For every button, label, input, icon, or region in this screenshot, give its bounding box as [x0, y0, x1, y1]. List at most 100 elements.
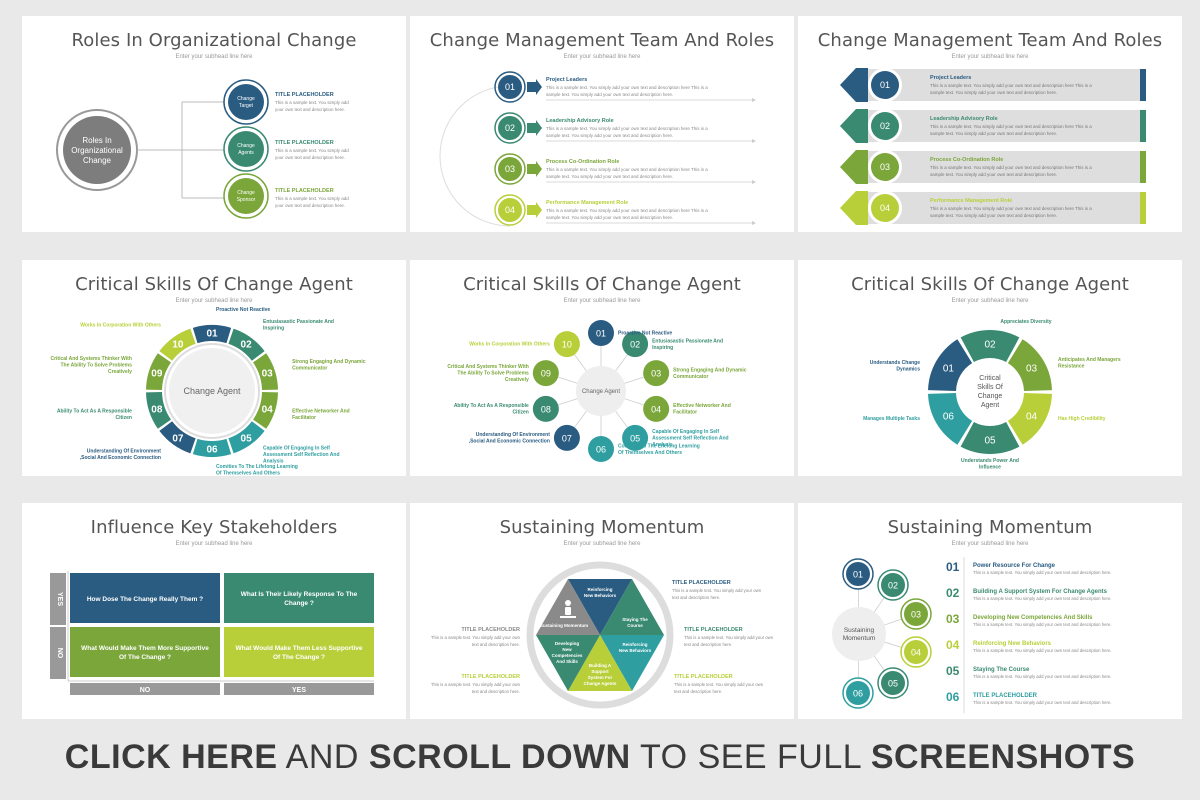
node-label-change-sponsor: Change — [237, 190, 255, 196]
momentum-node-number: 05 — [888, 679, 898, 689]
ring-segment-number: 05 — [241, 433, 253, 444]
donut-segment-05 — [960, 421, 1020, 454]
svg-text:TITLE PLACEHOLDER: TITLE PLACEHOLDER — [461, 627, 520, 633]
ring-skill-label: Inspiring — [263, 326, 284, 332]
ring-segment-number: 10 — [172, 340, 184, 351]
spoke-skill-label: Citizen — [512, 410, 528, 416]
svg-text:Change: Change — [978, 393, 1003, 400]
svg-text:New Behaviors: New Behaviors — [619, 648, 652, 653]
spoke-node-05 — [622, 424, 649, 451]
arrow-row-3: 03 Process Co-Ordination Role This is a … — [840, 150, 1146, 184]
row-label-yes: YES — [56, 592, 63, 606]
slide-critical-skills-ring[interactable]: Critical Skills Of Change Agent Enter yo… — [22, 260, 406, 476]
momentum-node-number: 04 — [911, 648, 921, 658]
svg-text:Sponsor: Sponsor — [237, 197, 256, 203]
slide-sustaining-momentum-list[interactable]: Sustaining Momentum Enter your subhead l… — [798, 503, 1182, 719]
donut-skill-label: Resistance — [1058, 364, 1085, 370]
spoke-node-number: 08 — [541, 404, 551, 414]
momentum-list-desc: This is a sample text. You simply add yo… — [973, 700, 1112, 705]
ring-segment-10 — [159, 328, 196, 361]
slide-critical-skills-spokes[interactable]: Critical Skills Of Change Agent Enter yo… — [410, 260, 794, 476]
svg-text:01: 01 — [505, 82, 515, 92]
momentum-list-heading: Developing New Competencies And Skills — [973, 615, 1093, 621]
svg-text:Competencies: Competencies — [552, 653, 583, 658]
spoke-node-04 — [643, 395, 670, 422]
momentum-list-desc: This is a sample text. You simply add yo… — [973, 596, 1112, 601]
svg-text:sample text. You simply add yo: sample text. You simply add your own tex… — [930, 172, 1057, 177]
spoke-node-06 — [588, 436, 614, 462]
donut-segment-03 — [1007, 339, 1052, 391]
svg-text:Agents: Agents — [238, 150, 254, 156]
spoke-skill-label: Works In Corporation With Others — [469, 342, 550, 348]
slide-change-management-team-2[interactable]: Change Management Team And Roles Enter y… — [798, 16, 1182, 232]
slide-change-management-team-1[interactable]: Change Management Team And Roles Enter y… — [410, 16, 794, 232]
svg-text:This is a sample text. You sim: This is a sample text. You simply add yo… — [930, 165, 1092, 170]
hex-seg-1: Reinforcing — [587, 587, 612, 592]
slide-title: Change Management Team And Roles — [817, 30, 1163, 51]
momentum-node-01 — [846, 562, 870, 586]
slide-subhead: Enter your subhead line here — [563, 298, 641, 304]
footer-click-here[interactable]: CLICK HERE — [64, 738, 278, 776]
svg-text:This is a sample text. You sim: This is a sample text. You simply add yo… — [674, 682, 764, 687]
spoke-skill-label: Ability To Act As A Responsible — [454, 403, 529, 409]
spoke-skill-label: ,Social And Economic Connection — [469, 439, 550, 445]
svg-text:New Behaviors: New Behaviors — [584, 593, 617, 598]
svg-text:New: New — [562, 647, 572, 652]
ring-skill-label: Strong Engaging And Dynamic — [292, 359, 366, 365]
center-label-1: Sustaining — [844, 627, 875, 634]
momentum-list-desc: This is a sample text. You simply add yo… — [973, 622, 1112, 627]
svg-text:Project Leaders: Project Leaders — [546, 77, 587, 83]
ring-skill-label: Comities To The Lifelong Learning — [216, 464, 298, 470]
donut-skill-label: Manages Multiple Tasks — [863, 416, 920, 422]
spoke-node-02 — [622, 331, 649, 358]
spoke-node-09 — [532, 360, 559, 387]
node-heading-2: TITLE PLACEHOLDER — [275, 140, 334, 146]
momentum-node-06 — [846, 681, 870, 705]
ring-segment-08 — [146, 391, 171, 429]
slide-critical-skills-donut[interactable]: Critical Skills Of Change Agent Enter yo… — [798, 260, 1182, 476]
spoke-skill-label: Capable Of Engaging In Self — [652, 429, 719, 435]
ring-skill-label: Understanding Of Environment — [87, 449, 162, 455]
slide-subhead: Enter your subhead line here — [563, 54, 641, 60]
spoke-skill-label: Effective Networker And — [673, 403, 731, 409]
donut-skill-label: Has High Credibility — [1058, 416, 1106, 422]
slide-influence-key-stakeholders[interactable]: Influence Key Stakeholders Enter your su… — [22, 503, 406, 719]
ring-skill-label: Capable Of Engaging In Self — [263, 445, 330, 451]
spoke-node-number: 06 — [596, 445, 606, 455]
spoke-skill-label: Facilitator — [673, 410, 697, 416]
svg-text:Process Co-Ordination Role: Process Co-Ordination Role — [546, 159, 619, 165]
center-label-line3: Change — [83, 156, 112, 165]
donut-skill-label: Influence — [979, 465, 1001, 471]
hex-seg-5: Developing — [555, 641, 580, 646]
spoke-skill-label: Comities To The Lifelong Learning — [618, 443, 700, 449]
center-label-line2: Organizational — [71, 146, 123, 155]
slide-subhead: Enter your subhead line here — [563, 541, 641, 547]
hex-seg-6: Sustaining Momentum — [540, 623, 588, 628]
momentum-node-05 — [881, 671, 905, 695]
momentum-list-desc: This is a sample text. You simply add yo… — [973, 674, 1112, 679]
slide-sustaining-momentum-hexagon[interactable]: Sustaining Momentum Enter your subhead l… — [410, 503, 794, 719]
slide-roles-in-organizational-change[interactable]: Roles In Organizational Change Enter you… — [22, 16, 406, 232]
row-label-no: NO — [56, 648, 63, 659]
ring-skill-label: Citizen — [116, 415, 132, 421]
svg-text:Performance Management Role: Performance Management Role — [930, 198, 1012, 204]
spoke-skill-label: Proactive Not Reactive — [618, 331, 672, 337]
ring-segment-02 — [228, 328, 265, 361]
ring-skill-label: Works In Corporation With Others — [80, 322, 161, 328]
ring-skill-label: Of Themselves And Others — [216, 470, 280, 476]
svg-text:Of The Change ?: Of The Change ? — [119, 654, 171, 661]
svg-text:sample text. You simply add yo: sample text. You simply add your own tex… — [546, 174, 673, 179]
ring-segment-09 — [146, 353, 171, 391]
momentum-list-number: 05 — [946, 664, 960, 678]
donut-segment-number: 01 — [943, 364, 955, 375]
svg-text:This is a sample text. You sim: This is a sample text. You simply add — [275, 196, 349, 201]
spoke-skill-label: Strong Engaging And Dynamic — [673, 367, 747, 373]
spoke-node-number: 07 — [562, 433, 572, 443]
svg-text:text and description here.: text and description here. — [684, 642, 732, 647]
svg-text:Course: Course — [627, 623, 643, 628]
ring-segment-number: 09 — [151, 369, 163, 380]
svg-text:This is a sample text. You sim: This is a sample text. You simply add yo… — [546, 167, 708, 172]
footer-cta[interactable]: CLICK HERE AND SCROLL DOWN TO SEE FULL S… — [0, 738, 1200, 777]
spoke-node-10 — [553, 331, 580, 358]
svg-text:02: 02 — [505, 123, 515, 133]
